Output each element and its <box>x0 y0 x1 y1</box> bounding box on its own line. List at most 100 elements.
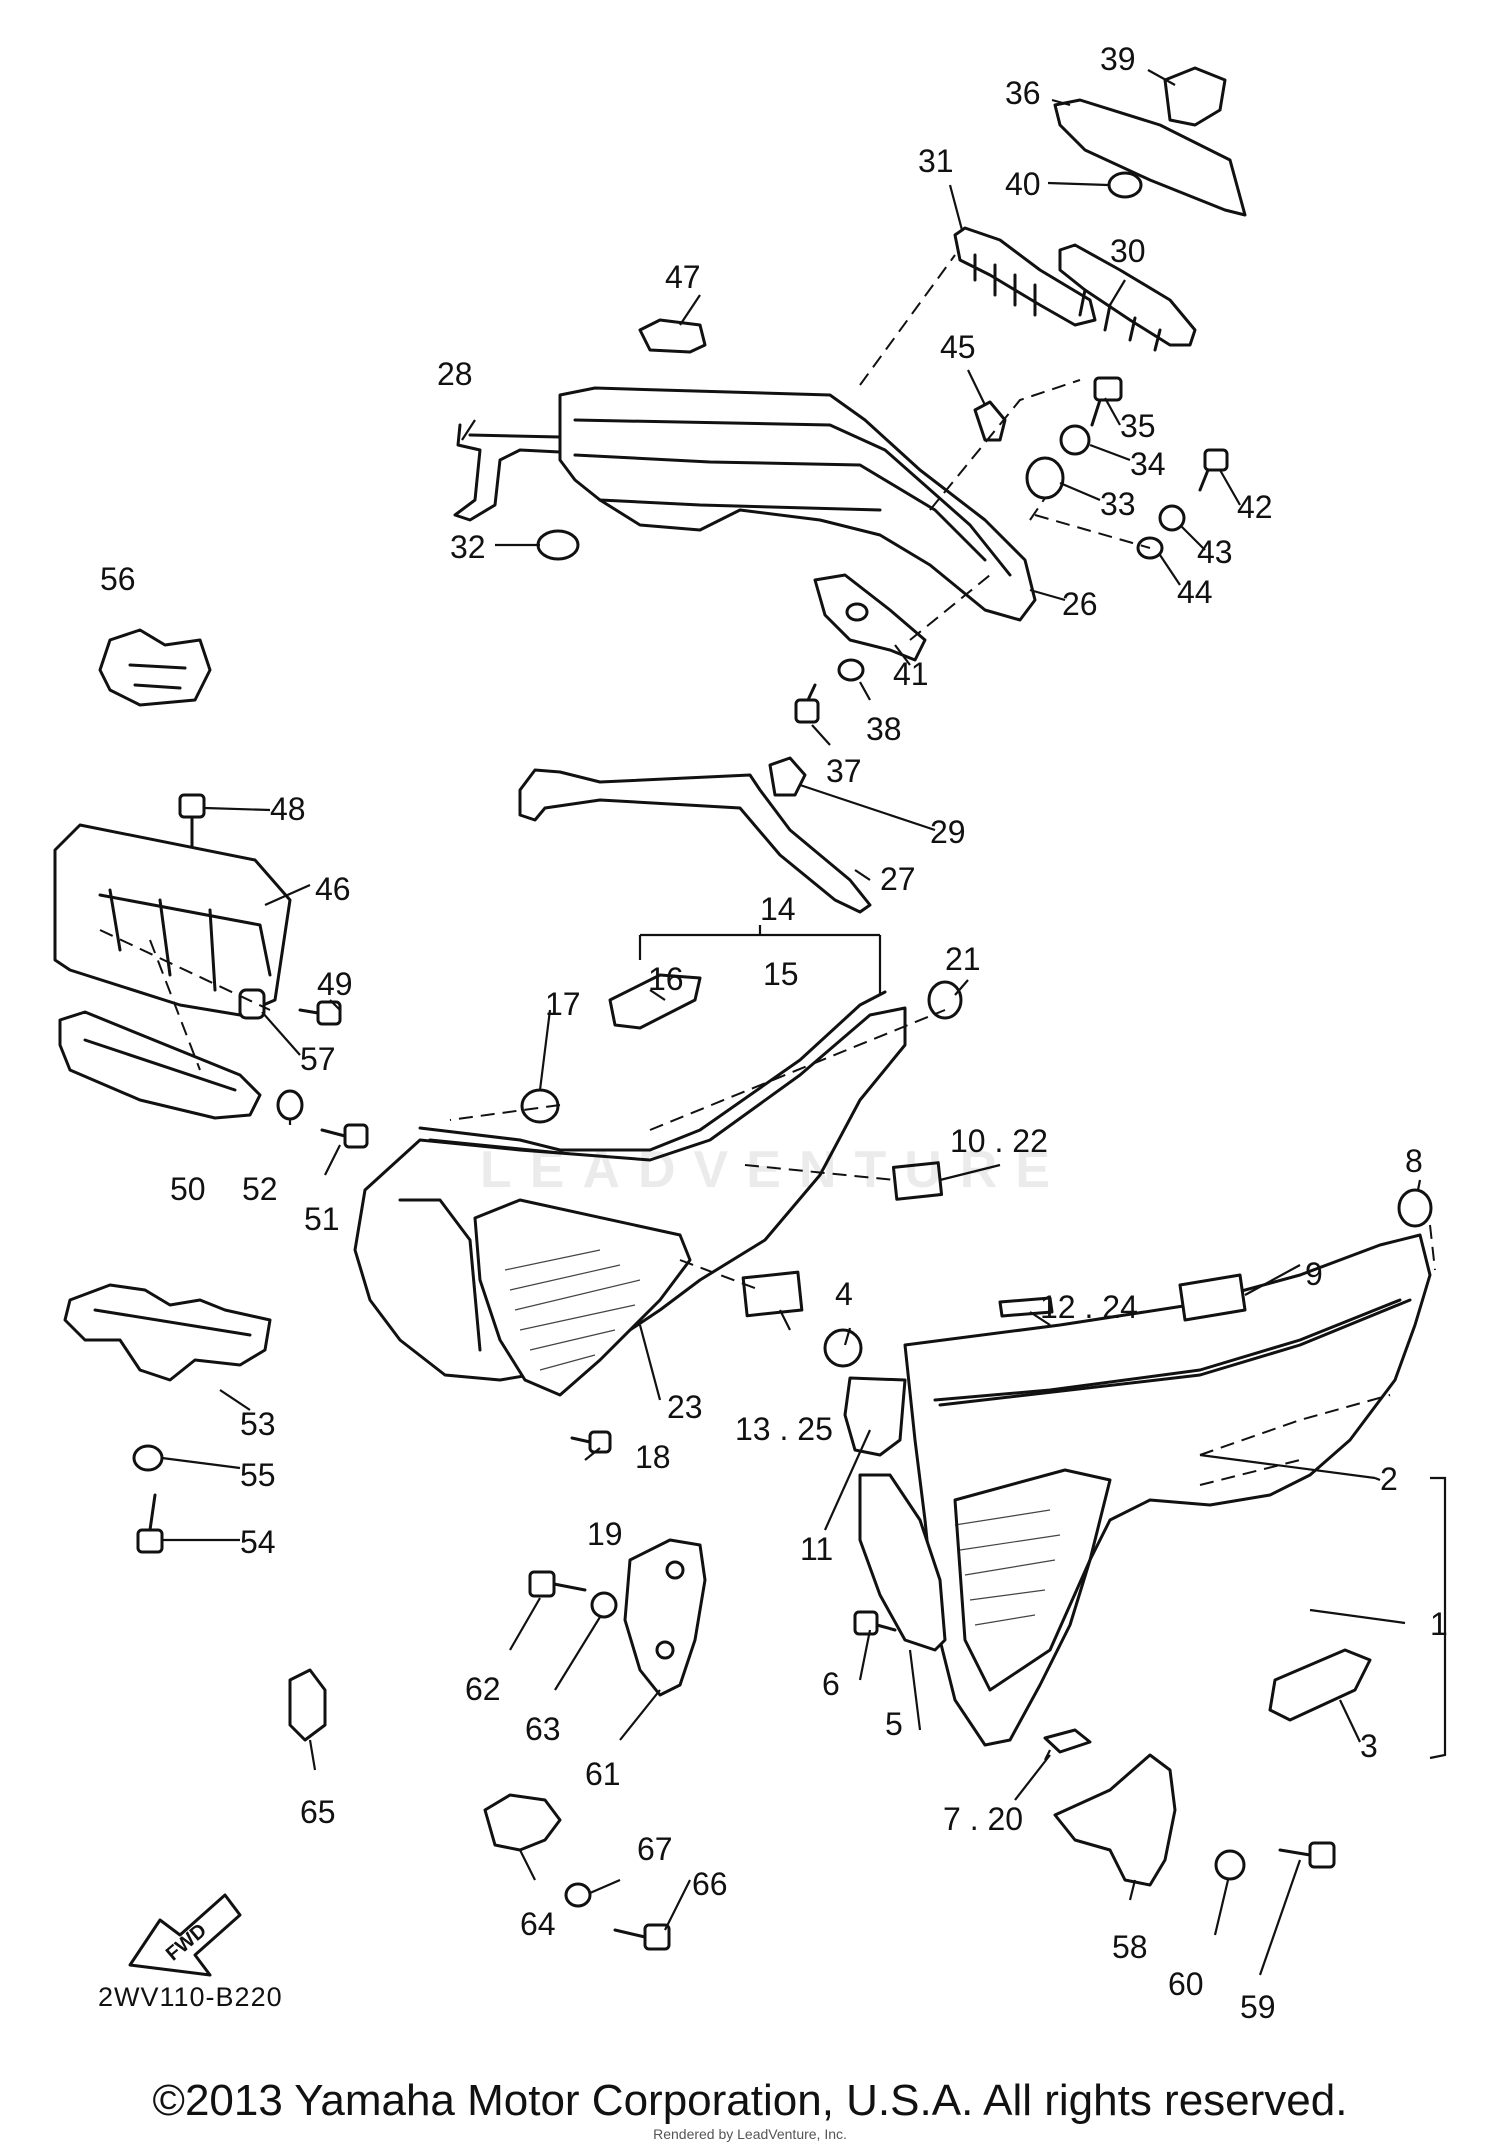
part-12-24-label <box>998 1296 1054 1318</box>
callout-2: 2 <box>1380 1461 1398 1497</box>
callout-11: 11 <box>800 1531 833 1567</box>
callout-42: 42 <box>1237 489 1273 525</box>
part-47-clip <box>638 318 707 354</box>
callout-57: 57 <box>300 1041 336 1077</box>
part-40-grommet <box>1107 171 1143 199</box>
callout-17: 17 <box>545 986 581 1022</box>
callout-47: 47 <box>665 259 701 295</box>
callout-32: 32 <box>450 529 486 565</box>
part-29-clip <box>768 756 807 797</box>
part-46-battery-box <box>53 823 292 1017</box>
part-61-bracket <box>623 1538 707 1697</box>
callout-56: 56 <box>100 561 136 597</box>
callout-50: 50 <box>170 1171 206 1207</box>
callout-4: 4 <box>835 1276 853 1312</box>
callout-21: 21 <box>945 941 981 977</box>
part-49-bolt <box>298 1000 342 1026</box>
part-18-air-duct <box>473 1198 692 1397</box>
callout-34: 34 <box>1130 446 1166 482</box>
callout-16: 16 <box>648 961 684 997</box>
callout-7-20: 7 . 20 <box>943 1801 1023 1837</box>
callout-33: 33 <box>1100 486 1136 522</box>
callout-26: 26 <box>1062 586 1098 622</box>
diagram-code: 2WV110-B220 <box>98 1982 283 2012</box>
callout-8: 8 <box>1405 1143 1423 1179</box>
part-3-emblem <box>1268 1648 1372 1722</box>
part-41-bracket <box>813 573 927 662</box>
part-5-bracket <box>858 1473 947 1652</box>
part-56-bracket <box>98 628 212 707</box>
callout-41: 41 <box>893 656 929 692</box>
callout-53: 53 <box>240 1406 276 1442</box>
callout-18: 18 <box>635 1439 671 1475</box>
callout-63: 63 <box>525 1711 561 1747</box>
part-51-bolt <box>320 1123 369 1149</box>
part-45-clip <box>973 400 1007 442</box>
part-27-rod <box>518 768 872 914</box>
part-52-grommet <box>276 1089 304 1121</box>
part-8-grommet <box>1397 1188 1433 1228</box>
callout-40: 40 <box>1005 166 1041 202</box>
part-31-trim-strip <box>953 226 1097 327</box>
part-13-25-label <box>741 1270 804 1318</box>
callout-35: 35 <box>1120 408 1156 444</box>
part-10-22-label <box>891 1161 944 1201</box>
callout-15: 15 <box>763 956 799 992</box>
callout-44: 44 <box>1177 574 1213 610</box>
callout-13-25: 13 . 25 <box>735 1411 833 1447</box>
callout-46: 46 <box>315 871 351 907</box>
callout-29: 29 <box>930 814 966 850</box>
rendered-by-notice: Rendered by LeadVenture, Inc. <box>653 2126 847 2142</box>
part-1-side-cover-right <box>903 1233 1432 1747</box>
callout-23: 23 <box>667 1389 703 1425</box>
part-55-nut <box>132 1444 164 1472</box>
callout-1: 1 <box>1430 1606 1448 1642</box>
callout-31: 31 <box>918 143 954 179</box>
callout-9: 9 <box>1305 1256 1323 1292</box>
callout-38: 38 <box>866 711 902 747</box>
part-62-bolt <box>528 1570 587 1598</box>
callout-54: 54 <box>240 1524 276 1560</box>
part-38-washer <box>837 658 865 682</box>
callout-28: 28 <box>437 356 473 392</box>
part-34-collar <box>1059 424 1091 456</box>
callout-61: 61 <box>585 1756 621 1792</box>
part-54-bolt <box>136 1493 164 1554</box>
part-7-20-clip <box>1043 1728 1092 1754</box>
callout-19: 19 <box>587 1516 623 1552</box>
callout-36: 36 <box>1005 75 1041 111</box>
fwd-arrow-icon: FWD <box>128 1893 242 1977</box>
callout-65: 65 <box>300 1794 336 1830</box>
part-33-damper <box>1025 456 1065 500</box>
part-53-bracket <box>63 1283 272 1382</box>
callout-55: 55 <box>240 1457 276 1493</box>
part-2-stripe <box>938 1298 1412 1486</box>
part-39-emblem <box>1163 66 1227 127</box>
part-63-washer <box>590 1591 618 1619</box>
part-65-clip <box>288 1668 327 1742</box>
callout-58: 58 <box>1112 1929 1148 1965</box>
callout-48: 48 <box>270 791 306 827</box>
callout-27: 27 <box>880 861 916 897</box>
part-19-screw <box>570 1430 612 1454</box>
part-9-label <box>1178 1273 1247 1322</box>
watermark: LEADVENTURE <box>480 1141 1069 1199</box>
part-67-nut <box>564 1882 592 1908</box>
callout-6: 6 <box>822 1666 840 1702</box>
callout-14: 14 <box>760 891 796 927</box>
part-50-tray <box>58 1010 262 1120</box>
part-26-front-cover <box>558 386 1037 622</box>
part-30-trim-strip <box>1058 243 1197 352</box>
callout-64: 64 <box>520 1906 556 1942</box>
callout-45: 45 <box>940 329 976 365</box>
callout-37: 37 <box>826 753 862 789</box>
part-58-bracket <box>1053 1753 1177 1887</box>
part-36-emblem-plate <box>1053 98 1247 217</box>
part-28-bracket <box>453 423 562 522</box>
callout-51: 51 <box>304 1201 340 1237</box>
callout-5: 5 <box>885 1706 903 1742</box>
callout-59: 59 <box>1240 1989 1276 2025</box>
part-64-bracket <box>483 1793 562 1852</box>
part-37-bolt <box>794 683 820 724</box>
